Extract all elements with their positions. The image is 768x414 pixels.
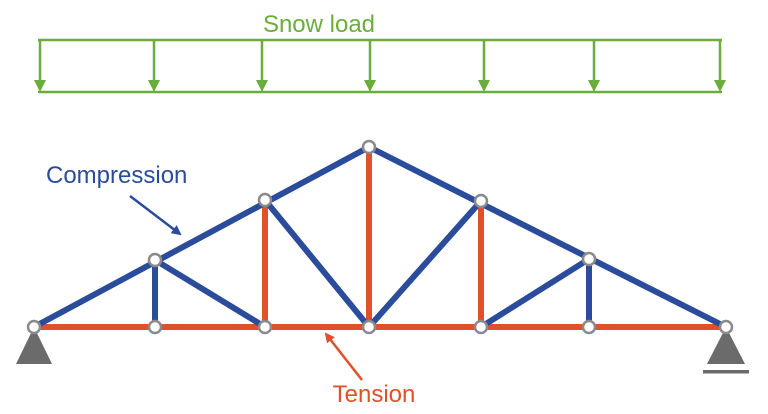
- top-chord-left: [31, 144, 372, 330]
- truss-node: [473, 193, 489, 209]
- truss-node: [26, 319, 42, 335]
- compression-diagonal: [478, 256, 592, 330]
- compression-members: [31, 144, 729, 330]
- top-chord-right: [366, 144, 729, 330]
- truss-node: [147, 252, 163, 268]
- load-arrow: [148, 40, 160, 92]
- load-arrow: [256, 40, 268, 92]
- truss-node: [361, 139, 377, 155]
- truss-node: [718, 319, 734, 335]
- load-arrow: [34, 40, 46, 92]
- truss-node: [257, 319, 273, 335]
- nodes: [26, 139, 734, 335]
- truss-node: [257, 192, 273, 208]
- compression-diagonal: [366, 198, 484, 330]
- truss-node: [147, 319, 163, 335]
- tension-pointer-arrow: [324, 332, 363, 381]
- tension-label: Tension: [333, 381, 416, 408]
- snow-load-label: Snow load: [263, 11, 375, 38]
- load-arrow: [364, 40, 376, 92]
- snow-load-group: Snow load: [34, 11, 726, 94]
- truss-node: [473, 319, 489, 335]
- pinned-support: [16, 327, 52, 364]
- load-arrow: [478, 40, 490, 92]
- snow-load-frame: [38, 38, 722, 94]
- compression-pointer-arrow: [129, 195, 182, 236]
- truss-node: [581, 319, 597, 335]
- truss-node: [361, 319, 377, 335]
- compression-label: Compression: [46, 162, 187, 189]
- compression-diagonal: [262, 197, 372, 330]
- roller-support: [703, 327, 749, 374]
- truss-node: [581, 251, 597, 267]
- load-arrow: [588, 40, 600, 92]
- compression-diagonal: [152, 257, 268, 330]
- load-arrow: [714, 40, 726, 92]
- supports: [16, 327, 749, 374]
